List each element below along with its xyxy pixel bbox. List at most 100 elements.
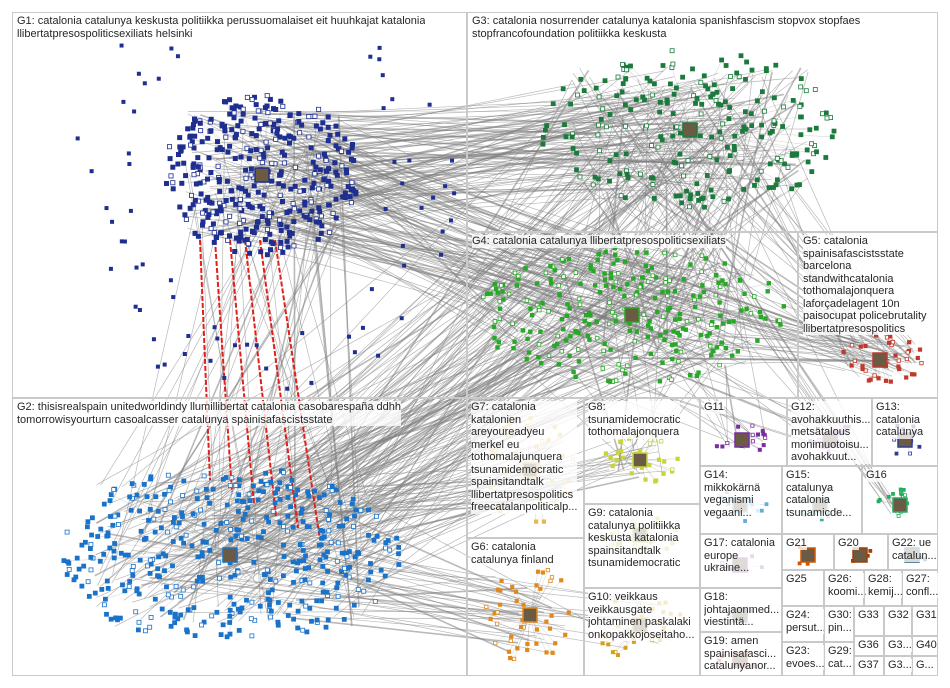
node[interactable] [306, 134, 312, 140]
group-g27[interactable]: G27: confl... [902, 570, 939, 606]
node[interactable] [223, 197, 229, 203]
node[interactable] [223, 134, 229, 140]
group-g14[interactable]: G14: mikkokärnä veganismi vegaani... [700, 466, 782, 534]
node[interactable] [291, 206, 297, 212]
node[interactable] [284, 238, 290, 244]
node[interactable] [183, 216, 189, 222]
node[interactable] [236, 185, 242, 191]
node[interactable] [310, 159, 316, 165]
node[interactable] [192, 230, 198, 236]
group-g40[interactable]: G40 [912, 636, 938, 656]
node[interactable] [253, 146, 259, 152]
node[interactable] [243, 167, 249, 173]
node[interactable] [259, 206, 265, 212]
group-g3[interactable]: G3: catalonia nosurrender catalunya kata… [467, 12, 938, 232]
node[interactable] [238, 118, 244, 124]
node[interactable] [187, 205, 193, 211]
node[interactable] [309, 208, 315, 214]
node[interactable] [175, 161, 181, 167]
node[interactable] [296, 111, 302, 117]
node[interactable] [249, 131, 255, 137]
node[interactable] [259, 214, 265, 220]
node[interactable] [282, 135, 288, 141]
node[interactable] [198, 191, 204, 197]
node[interactable] [232, 248, 238, 254]
node[interactable] [280, 249, 286, 255]
group-g31[interactable]: G31 [912, 606, 938, 636]
group-g2[interactable]: G2: thisisrealspain unitedworldindy llum… [12, 398, 467, 676]
node[interactable] [244, 94, 250, 100]
node[interactable] [240, 111, 246, 117]
node[interactable] [262, 236, 268, 242]
node[interactable] [325, 124, 331, 130]
group-g6[interactable]: G6: catalonia catalunya finland [467, 538, 584, 676]
node[interactable] [243, 175, 249, 181]
node[interactable] [328, 183, 334, 189]
node[interactable] [306, 114, 312, 120]
node[interactable] [232, 155, 238, 161]
node[interactable] [198, 128, 204, 134]
node[interactable] [195, 155, 201, 161]
node[interactable] [166, 144, 172, 150]
node[interactable] [313, 164, 319, 170]
group-g22[interactable]: G22: ue catalun... [888, 534, 938, 570]
node[interactable] [163, 180, 169, 186]
node[interactable] [327, 229, 333, 235]
node[interactable] [253, 224, 259, 230]
node[interactable] [208, 128, 214, 134]
node[interactable] [284, 224, 290, 230]
node[interactable] [206, 155, 212, 161]
group-g19[interactable]: G19: amen spainisafasci... catalunyanor.… [700, 632, 782, 676]
node[interactable] [308, 145, 314, 151]
group-g41[interactable]: G... [912, 656, 938, 676]
group-g34[interactable]: G3... [884, 636, 912, 656]
group-g21[interactable]: G21 [782, 534, 834, 570]
group-g10[interactable]: G10: veikkaus veikkausgate johtaminen pa… [584, 588, 700, 676]
node[interactable] [248, 166, 254, 172]
node[interactable] [291, 219, 297, 225]
node[interactable] [217, 204, 223, 210]
node[interactable] [279, 198, 285, 204]
node[interactable] [255, 189, 261, 195]
node[interactable] [265, 145, 271, 151]
node[interactable] [299, 122, 305, 128]
node[interactable] [316, 153, 322, 159]
node[interactable] [249, 205, 255, 211]
group-g16[interactable]: G16 [862, 466, 938, 534]
group-g11[interactable]: G11 [700, 398, 787, 466]
node[interactable] [181, 160, 187, 166]
node[interactable] [179, 180, 185, 186]
node[interactable] [325, 137, 331, 143]
node[interactable] [342, 136, 348, 142]
group-g36[interactable]: G36 [854, 636, 884, 656]
node[interactable] [348, 156, 354, 162]
node[interactable] [167, 156, 173, 162]
node[interactable] [247, 250, 253, 256]
node[interactable] [315, 236, 321, 242]
group-g33[interactable]: G33 [854, 606, 884, 636]
node[interactable] [223, 219, 229, 225]
group-g37[interactable]: G37 [854, 656, 884, 676]
group-g15[interactable]: G15: catalunya catalonia tsunamicde... [782, 466, 862, 534]
node[interactable] [280, 183, 286, 189]
node[interactable] [238, 154, 244, 160]
node[interactable] [200, 219, 206, 225]
node[interactable] [325, 114, 331, 120]
node[interactable] [225, 237, 231, 243]
node[interactable] [240, 106, 246, 112]
group-g8[interactable]: G8: tsunamidemocratic tothomalajonquera [584, 398, 700, 504]
node[interactable] [318, 230, 324, 236]
node[interactable] [237, 196, 243, 202]
node[interactable] [346, 149, 352, 155]
group-g4[interactable]: G4: catalonia catalunya llibertatpresosp… [467, 232, 798, 398]
node[interactable] [245, 192, 251, 198]
node[interactable] [353, 189, 359, 195]
node[interactable] [227, 97, 233, 103]
node[interactable] [258, 147, 264, 153]
node[interactable] [327, 132, 333, 138]
node[interactable] [240, 128, 246, 134]
node[interactable] [214, 139, 220, 145]
node[interactable] [208, 226, 214, 232]
group-g12[interactable]: G12: avohakkuuthis... metsätalous monimu… [787, 398, 872, 466]
node[interactable] [211, 230, 217, 236]
